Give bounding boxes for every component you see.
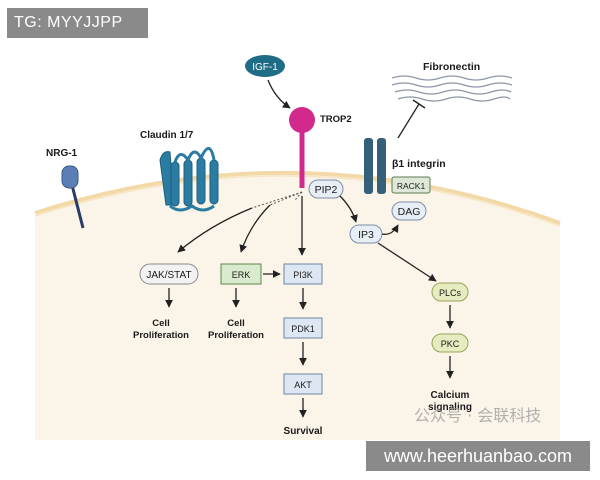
erk-label: ERK [232, 270, 251, 280]
claudin-loop [173, 147, 216, 164]
cell-proliferation-1-line2: Proliferation [133, 330, 189, 341]
jak-stat-node [139, 263, 199, 285]
plcs-node [431, 282, 469, 302]
rack1-node [391, 176, 431, 194]
arrow-to-jak-stat [177, 207, 253, 253]
cytoplasm [35, 174, 560, 440]
fibronectin-label: Fibronectin [423, 61, 480, 73]
claudin-label: Claudin 1/7 [140, 130, 194, 141]
cell-proliferation-2-line2: Proliferation [208, 330, 264, 341]
integrin-label: β1 integrin [392, 158, 446, 170]
calcium-signaling-line1: Calcium [431, 390, 470, 401]
trop2-receptor [289, 107, 315, 133]
igf1-label: IGF-1 [252, 62, 278, 73]
signal-fan [251, 191, 303, 209]
cell-proliferation-2-line1: Cell [227, 318, 244, 329]
jak-stat-label: JAK/STAT [146, 270, 191, 281]
cell-proliferation-1-line1: Cell [152, 318, 169, 329]
wechat-watermark: 公众号 · 会联科技 [414, 406, 542, 425]
pip2-node [308, 179, 344, 199]
cell-membrane-inner [34, 175, 561, 227]
cell-membrane [34, 170, 561, 225]
claudin-tail [169, 204, 215, 212]
pip2-label: PIP2 [315, 184, 338, 196]
nrg1-ligand [61, 165, 79, 189]
integrin-beta [377, 138, 386, 194]
arrow-ip3-plcs [377, 242, 437, 282]
telegram-tag-banner: TG: MYYJJPP [7, 8, 148, 38]
fibronectin-fibers [391, 75, 513, 102]
akt-node [283, 373, 323, 395]
nrg1-stalk [70, 184, 85, 229]
arrow-igf1-trop2 [267, 79, 291, 109]
integrin-alpha [364, 138, 373, 194]
claudin-protein [159, 151, 219, 207]
akt-label: AKT [294, 380, 312, 390]
trop2-label: TROP2 [320, 114, 352, 125]
calcium-signaling-line2: signaling [428, 402, 472, 413]
arrow-pip2-ip3 [339, 195, 358, 223]
rack1-label: RACK1 [397, 181, 426, 191]
pi3k-node [283, 263, 323, 285]
arrow-ip3-dag [381, 224, 399, 235]
inhibition-line [397, 103, 420, 139]
erk-node [220, 263, 262, 285]
igf1-ligand [245, 55, 285, 77]
ip3-label: IP3 [358, 229, 374, 241]
pkc-label: PKC [441, 339, 460, 349]
dag-label: DAG [398, 206, 421, 218]
website-banner[interactable]: www.heerhuanbao.com [366, 441, 590, 471]
arrow-to-erk [239, 204, 271, 253]
dag-node [391, 201, 427, 221]
plcs-label: PLCs [439, 288, 462, 298]
nrg1-label: NRG-1 [46, 148, 78, 159]
inhibition-bar [412, 99, 426, 109]
pi3k-label: PI3K [293, 270, 313, 280]
survival-label: Survival [284, 426, 323, 437]
pkc-node [431, 333, 469, 353]
pdk1-label: PDK1 [291, 324, 315, 334]
pdk1-node [283, 317, 323, 339]
